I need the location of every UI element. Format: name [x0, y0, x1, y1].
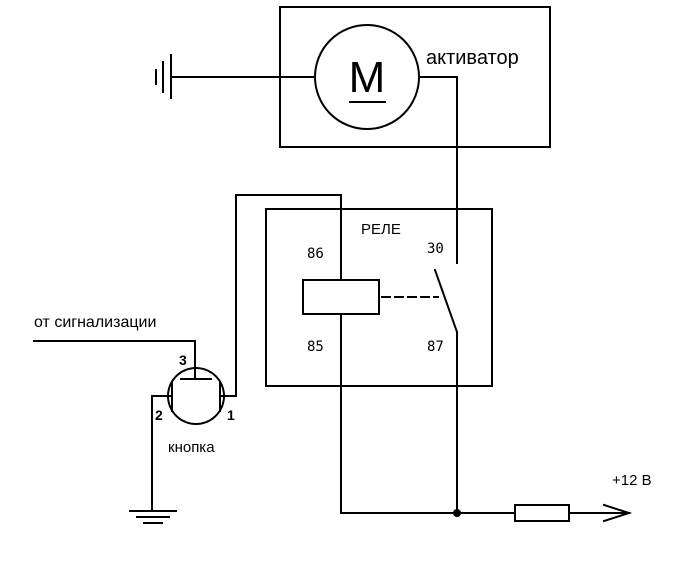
relay-label: РЕЛЕ — [361, 221, 401, 238]
ground-symbol-top — [155, 54, 172, 99]
pin-85-label: 85 — [307, 339, 324, 355]
relay-box — [265, 208, 493, 387]
wire-pin86-to-button — [219, 194, 342, 397]
ground-symbol-bottom — [129, 510, 177, 524]
button-pin-2-label: 2 — [155, 407, 163, 423]
relay-coil — [302, 279, 380, 315]
supply-arrow — [602, 503, 633, 523]
wire-button-to-ground — [151, 395, 173, 512]
junction-dot — [453, 509, 461, 517]
pin-87-label: 87 — [427, 339, 444, 355]
alarm-source-label: от сигнализации — [34, 314, 156, 331]
wire-from-alarm — [33, 340, 196, 380]
fuse — [514, 504, 570, 522]
motor-letter: М — [349, 53, 386, 102]
supply-label: +12 В — [612, 472, 652, 489]
button-label: кнопка — [168, 439, 215, 456]
activator-label: активатор — [426, 47, 519, 69]
wire-motor-to-pin30 — [418, 76, 458, 264]
button-pin-3-label: 3 — [179, 352, 187, 368]
activator-box — [279, 6, 551, 148]
relay-switch-contact — [433, 268, 459, 334]
pin-30-label: 30 — [427, 241, 444, 257]
button-pin-1-label: 1 — [227, 407, 235, 423]
pin-86-label: 86 — [307, 246, 324, 262]
